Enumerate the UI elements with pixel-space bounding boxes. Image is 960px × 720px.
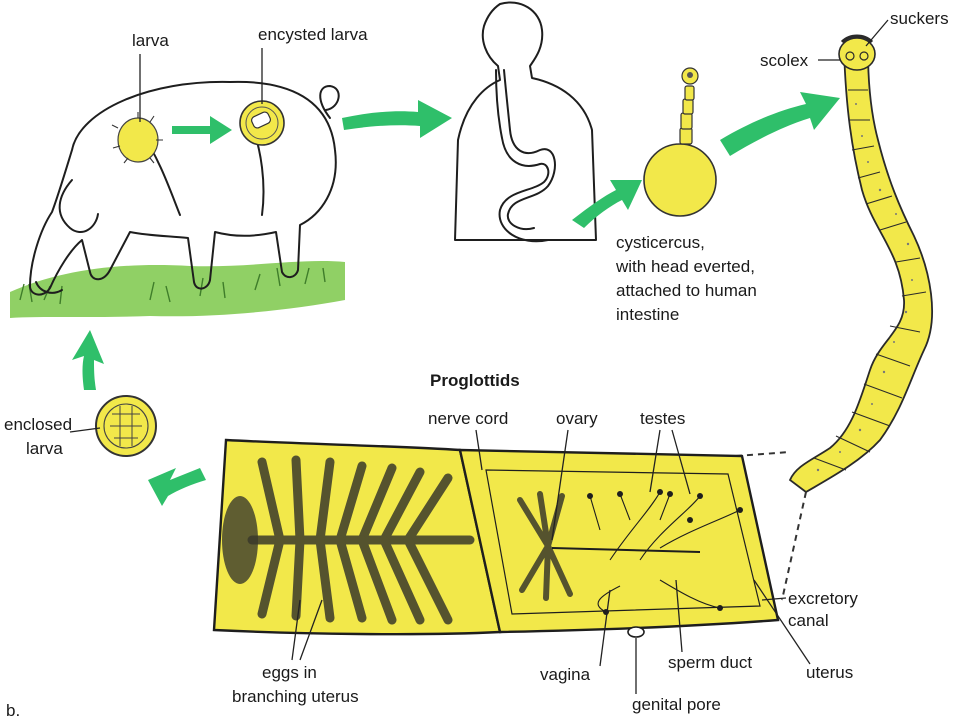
enclosed-larva-label-line-1: enclosed (4, 415, 72, 434)
testes-ducts (589, 491, 741, 613)
nerve-cord-label: nerve cord (428, 409, 508, 428)
suckers-leader-line (865, 19, 889, 47)
testes-label: testes (640, 409, 685, 428)
arrow-larva-to-encysted (172, 116, 232, 144)
enclosed-larva-egg (95, 395, 157, 457)
enclosed-larva-leader-line (69, 427, 101, 433)
adult-tapeworm (788, 34, 933, 494)
genital-pore (627, 626, 645, 638)
encysted-larva-cyst (239, 100, 285, 146)
cysticercus-caption-line-2: with head everted, (615, 257, 755, 276)
encysted-larva-label: encysted larva (258, 25, 368, 44)
pig-tail (319, 85, 340, 119)
dashed-connector-top (735, 451, 791, 457)
arrow-cysticercus-to-adult (720, 92, 840, 156)
tapeworm-strobila (788, 49, 933, 494)
cysticercus-caption-line-3: attached to human (616, 281, 757, 300)
arrow-human-to-cysticercus (572, 180, 642, 228)
uterus-label: uterus (806, 663, 853, 682)
enclosed-larva-label-line-2: larva (26, 439, 63, 458)
ovary-leader-line (551, 429, 569, 541)
arrow-egg-to-pig (72, 330, 104, 390)
uterus-leader-line (753, 579, 811, 665)
uterus-base (222, 496, 258, 584)
intestine-tract (495, 69, 550, 243)
excretory-canals (485, 469, 761, 615)
genital-pore-label: genital pore (632, 695, 721, 714)
dashed-connector-bottom (781, 491, 807, 601)
proglottids-segments (212, 438, 780, 638)
arrow-pig-to-human (342, 100, 452, 138)
ovary-label: ovary (556, 409, 598, 428)
pig-illustration (10, 80, 345, 318)
proglottids-title: Proglottids (430, 371, 520, 390)
esophagus-stomach (503, 69, 556, 230)
scolex-label: scolex (760, 51, 809, 70)
testes-leader-lines (649, 429, 691, 495)
arrow-proglottid-to-egg (148, 468, 206, 506)
larva-label: larva (132, 31, 169, 50)
panel-letter: b. (6, 701, 20, 720)
excretory-canal-label-line-1: excretory (788, 589, 858, 608)
vagina-leader-line (599, 589, 611, 667)
suckers-label: suckers (890, 9, 949, 28)
cysticercus (643, 67, 717, 217)
sperm-duct-leader-line (675, 579, 683, 653)
excretory-canal-leader-line (761, 597, 787, 601)
cysticercus-caption-line-1: cysticercus, (616, 233, 705, 252)
mature-proglottid (458, 448, 780, 634)
uterus-stem (551, 547, 701, 553)
eggs-leader-lines (291, 599, 323, 661)
grass-patch (10, 261, 345, 318)
eggs-label-line-1: eggs in (262, 663, 317, 682)
pig-body (29, 80, 337, 296)
human-body-outline (454, 1, 597, 241)
tapeworm-stipple (816, 103, 913, 472)
nerve-cord-leader-line (475, 429, 483, 471)
larva-cyst (111, 112, 163, 164)
testes-follicles (587, 489, 743, 615)
branching-uterus (247, 455, 475, 625)
cysticercus-caption-line-4: intestine (616, 305, 679, 324)
sperm-duct-label: sperm duct (668, 653, 752, 672)
excretory-canal-label-line-2: canal (788, 611, 829, 630)
eggs-label-line-2: branching uterus (232, 687, 359, 706)
tapeworm-segment-lines (813, 89, 927, 471)
vagina-label: vagina (540, 665, 591, 684)
pig-ear (58, 179, 99, 233)
cysticercus-caption: cysticercus, with head everted, attached… (615, 233, 757, 324)
pig-snout (35, 281, 63, 294)
human-silhouette (454, 1, 597, 243)
